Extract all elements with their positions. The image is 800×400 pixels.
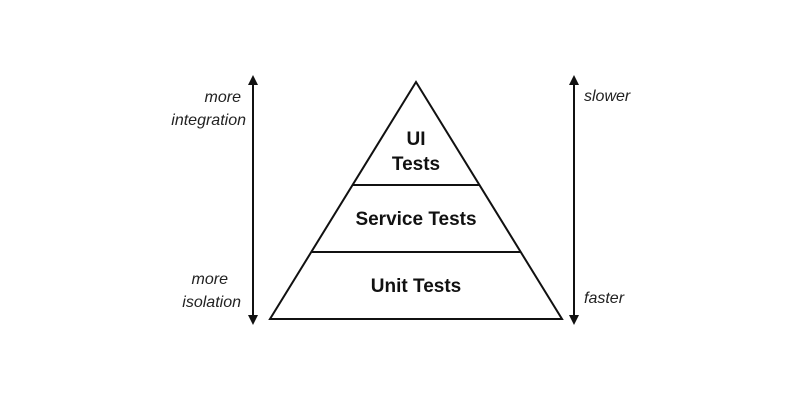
- left-bottom-label-line1: more: [192, 271, 229, 288]
- service-tests-label: Service Tests: [355, 209, 476, 230]
- pyramid-outline: [268, 80, 564, 320]
- ui-tests-label-line1: UI: [407, 129, 426, 150]
- unit-tests-label: Unit Tests: [371, 276, 461, 297]
- left-top-label-line2: integration: [171, 112, 246, 129]
- left-top-label-line1: more: [205, 89, 242, 106]
- right-top-label: slower: [584, 88, 631, 105]
- ui-tests-label-line2: Tests: [392, 154, 440, 175]
- left-bottom-label-line2: isolation: [182, 294, 241, 311]
- right-bottom-label: faster: [584, 290, 625, 307]
